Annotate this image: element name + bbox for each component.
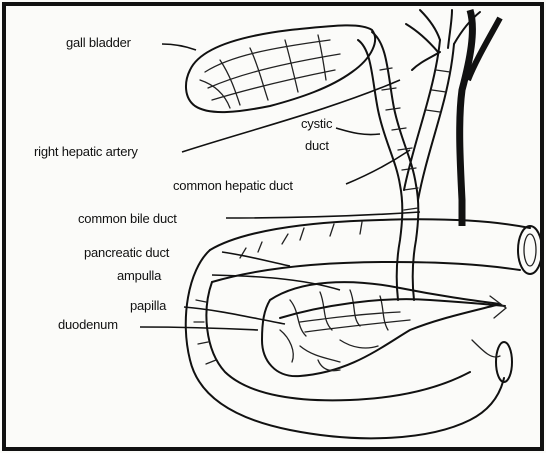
- label-cystic-duct-line2: duct: [305, 139, 329, 153]
- diagram-frame: [4, 4, 542, 449]
- label-cystic-duct-line1: cystic: [301, 117, 332, 131]
- label-ampulla: ampulla: [117, 269, 161, 283]
- label-common-bile-duct: common bile duct: [78, 212, 177, 226]
- label-papilla: papilla: [130, 299, 166, 313]
- gall-bladder-drawing: [186, 25, 375, 112]
- label-duodenum: duodenum: [58, 318, 118, 332]
- duct-system-drawing: [358, 10, 500, 300]
- label-pancreatic-duct: pancreatic duct: [84, 246, 169, 260]
- label-common-hepatic-duct: common hepatic duct: [173, 179, 293, 193]
- label-right-hepatic-artery: right hepatic artery: [34, 145, 138, 159]
- label-gall-bladder: gall bladder: [66, 36, 131, 50]
